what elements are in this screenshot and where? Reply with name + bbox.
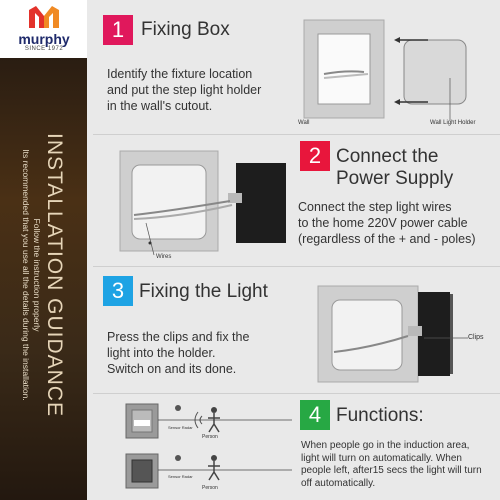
step-3-number: 3	[103, 276, 133, 306]
section-divider	[93, 266, 500, 267]
section-divider	[93, 134, 500, 135]
step-2-text: Connect the step light wires to the home…	[298, 200, 476, 246]
wall-cutout-illustration	[303, 19, 467, 120]
sidebar-instruction-line: Follow the instruction properly	[32, 218, 42, 332]
step-4-title: Functions:	[336, 405, 424, 426]
installation-guidance-title: INSTALLATION GUIDANCE	[43, 133, 66, 417]
person-label: Person	[202, 485, 218, 491]
step-4-text: When people go in the induction area, li…	[301, 440, 482, 489]
step-3-title: Fixing the Light	[139, 281, 268, 302]
clips-illustration	[317, 285, 468, 383]
sensor-radar-label: Sensor Radar	[168, 474, 193, 479]
person-icon	[211, 455, 217, 461]
step-2-number: 2	[300, 141, 330, 171]
person-label: Person	[202, 434, 218, 440]
wiring-illustration	[119, 150, 286, 256]
sidebar: murphy SINCE 1972 INSTALLATION GUIDANCE …	[0, 0, 87, 500]
step-1-number: 1	[103, 15, 133, 45]
brand-since: SINCE 1972	[24, 46, 64, 52]
wall-light-holder-label: Wall Light Holder	[430, 120, 476, 126]
sensor-icon	[175, 405, 181, 411]
step-1-title: Fixing Box	[141, 19, 230, 40]
step-3-text: Press the clips and fix the light into t…	[107, 330, 250, 376]
motion-sensor-illustration	[125, 403, 292, 489]
sidebar-vertical-text: INSTALLATION GUIDANCE Follow the instruc…	[20, 133, 66, 417]
wires-label: Wires	[156, 254, 172, 260]
person-icon	[211, 407, 217, 413]
section-divider	[93, 393, 500, 394]
step-1-text: Identify the fixture location and put th…	[107, 67, 262, 113]
sidebar-instruction-line: Its recommended that you use all the det…	[21, 149, 31, 401]
murphy-logo-icon	[29, 6, 59, 28]
clips-label: Clips	[468, 334, 484, 341]
brand-name: murphy	[18, 31, 70, 47]
step-4-number: 4	[300, 400, 330, 430]
wall-label: Wall	[298, 120, 310, 126]
sensor-icon	[175, 455, 181, 461]
sensor-radar-label: Sensor Radar	[168, 425, 193, 430]
brand-logo: murphy SINCE 1972	[4, 4, 84, 56]
step-2-title: Connect the Power Supply	[336, 146, 454, 189]
